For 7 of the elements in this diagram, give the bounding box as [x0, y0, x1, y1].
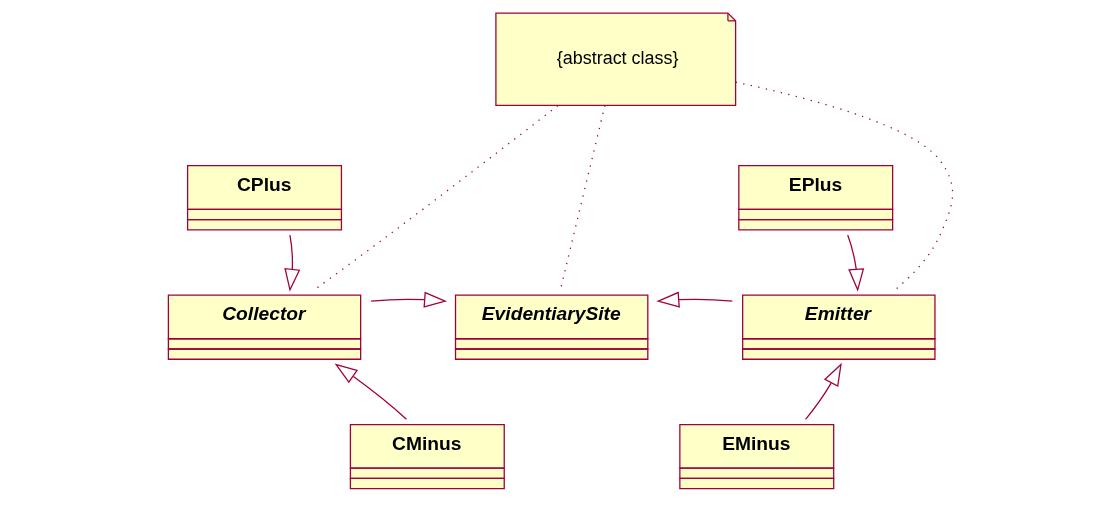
arrow	[369, 291, 447, 308]
arrow	[334, 363, 407, 420]
connector	[734, 81, 953, 291]
arrow	[804, 362, 842, 420]
arrow	[846, 234, 864, 292]
arrow	[655, 291, 733, 308]
arrow	[283, 234, 300, 292]
